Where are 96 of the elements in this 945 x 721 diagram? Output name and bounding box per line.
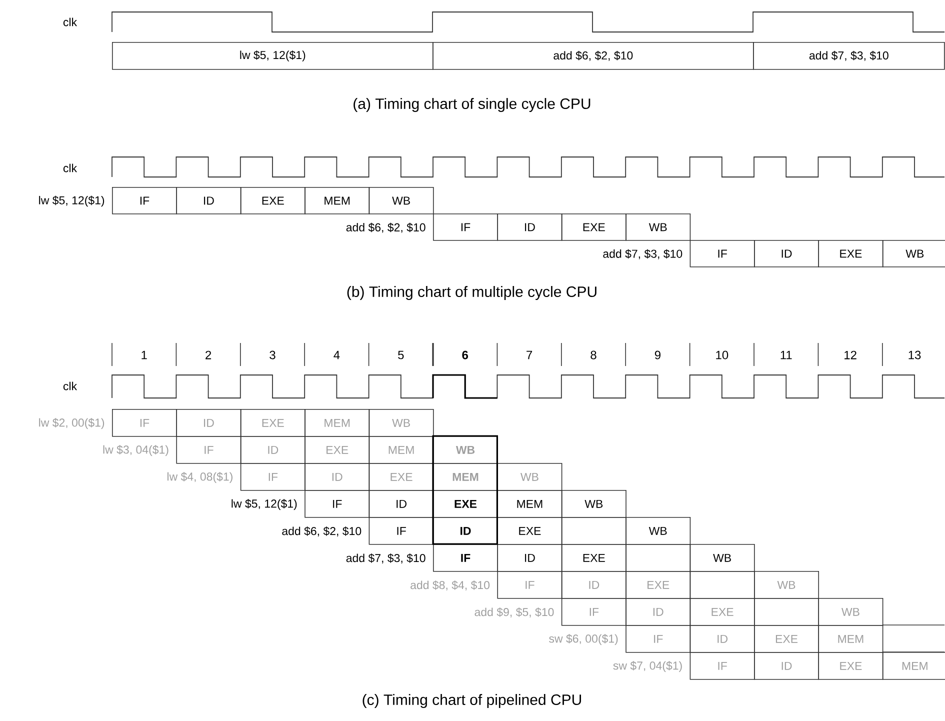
- stage-cell: ID: [176, 187, 242, 214]
- empty-cell: [626, 544, 691, 572]
- stage-cell: IF: [112, 409, 177, 437]
- stage-cell: EXE: [754, 625, 819, 653]
- empty-cell: [754, 598, 819, 626]
- cycle-number: 10: [716, 350, 728, 360]
- cycle-number: 13: [908, 350, 921, 360]
- stage-cell: ID: [626, 598, 691, 626]
- stage-cell: IF: [626, 625, 691, 653]
- stage-cell: WB: [368, 409, 434, 437]
- stage-cell: ID: [690, 625, 755, 653]
- stage-cell: EXE: [240, 187, 306, 214]
- stage-cell: WB: [818, 598, 884, 626]
- instruction-label: lw $5, 12($1): [232, 499, 297, 510]
- instruction-label: lw $4, 08($1): [168, 472, 232, 483]
- instruction-label: add $8, $4, $10: [410, 580, 490, 590]
- stage-cell: EXE: [497, 517, 562, 545]
- cycle-number: 5: [398, 350, 404, 360]
- cycle-number: 11: [780, 350, 792, 360]
- stage-cell: IF: [690, 240, 755, 268]
- stage-cell: MEM: [304, 409, 370, 437]
- stage-cell: ID: [240, 436, 306, 464]
- stage-cell: WB: [433, 436, 498, 464]
- cycle-number: 2: [206, 350, 212, 360]
- stage-cell: WB: [754, 571, 819, 599]
- stage-cell: ID: [368, 490, 434, 518]
- stage-cell: IF: [497, 571, 562, 599]
- stage-cell: ID: [754, 240, 819, 268]
- stage-cell: WB: [561, 490, 626, 518]
- cycle-number: 3: [270, 350, 276, 360]
- stage-cell: WB: [690, 544, 755, 572]
- empty-cell: [561, 517, 626, 545]
- stage-cell: IF: [690, 652, 755, 680]
- instruction-box: lw $5, 12($1): [112, 42, 434, 70]
- stage-cell: EXE: [561, 544, 626, 572]
- instruction-label: add $7, $3, $10: [346, 554, 426, 564]
- instruction-label: add $6, $2, $10: [282, 526, 362, 536]
- stage-cell: WB: [497, 463, 562, 491]
- stage-cell: EXE: [304, 436, 370, 464]
- stage-cell: ID: [497, 544, 562, 572]
- stage-cell: IF: [561, 598, 626, 626]
- instruction-box: add $7, $3, $10: [753, 42, 945, 70]
- stage-cell: MEM: [368, 436, 434, 464]
- stage-cell: IF: [240, 463, 306, 491]
- stage-cell: EXE: [433, 490, 498, 518]
- signal-label: clk: [63, 18, 78, 26]
- cycle-number: 4: [334, 350, 340, 360]
- stage-cell: ID: [561, 571, 626, 599]
- cycle-number: 12: [844, 350, 856, 360]
- instruction-label: add $6, $2, $10: [346, 222, 426, 233]
- stage-cell: EXE: [561, 214, 626, 241]
- stage-cell: WB: [368, 187, 434, 214]
- stage-cell: ID: [433, 517, 498, 545]
- instruction-label: sw $6, 00($1): [549, 634, 618, 645]
- stage-cell: WB: [626, 517, 691, 545]
- cycle-number: 1: [142, 350, 147, 360]
- instruction-label: lw $5, 12($1): [39, 196, 104, 207]
- cycle-number: 6: [462, 350, 468, 360]
- stage-cell: IF: [433, 214, 498, 241]
- stage-cell: ID: [176, 409, 242, 437]
- stage-cell: EXE: [626, 571, 691, 599]
- stage-cell: WB: [626, 214, 691, 241]
- stage-cell: ID: [754, 652, 819, 680]
- signal-label: clk: [63, 382, 78, 390]
- stage-cell: MEM: [433, 463, 498, 491]
- instruction-label: sw $7, 04($1): [613, 661, 682, 672]
- stage-cell: EXE: [368, 463, 434, 491]
- figure-caption: (a) Timing chart of single cycle CPU: [354, 98, 590, 112]
- stage-cell: ID: [304, 463, 370, 491]
- stage-cell: IF: [433, 544, 498, 572]
- stage-cell: IF: [304, 490, 370, 518]
- instruction-label: add $7, $3, $10: [603, 249, 682, 260]
- stage-cell: MEM: [818, 625, 884, 653]
- cycle-number: 9: [654, 350, 660, 360]
- stage-cell: EXE: [240, 409, 306, 437]
- stage-cell: IF: [176, 436, 242, 464]
- empty-cell: [690, 571, 755, 599]
- instruction-label: lw $2, 00($1): [39, 418, 104, 429]
- figure-caption: (c) Timing chart of pipelined CPU: [362, 694, 581, 708]
- signal-label: clk: [63, 164, 78, 172]
- stage-cell: MEM: [304, 187, 370, 214]
- cycle-number: 7: [526, 350, 532, 360]
- stage-cell: MEM: [497, 490, 562, 518]
- stage-cell: WB: [882, 240, 945, 268]
- cycle-number: 8: [590, 350, 596, 360]
- stage-cell: EXE: [818, 240, 884, 268]
- instruction-label: lw $3, 04($1): [103, 445, 168, 456]
- stage-cell: EXE: [818, 652, 884, 680]
- stage-cell: MEM: [882, 652, 945, 680]
- figure-caption: (b) Timing chart of multiple cycle CPU: [347, 286, 596, 300]
- stage-cell: IF: [112, 187, 177, 214]
- stage-cell: EXE: [690, 598, 755, 626]
- instruction-label: add $9, $5, $10: [474, 608, 554, 618]
- instruction-box: add $6, $2, $10: [432, 42, 754, 70]
- stage-cell: ID: [497, 214, 562, 241]
- stage-cell: IF: [368, 517, 434, 545]
